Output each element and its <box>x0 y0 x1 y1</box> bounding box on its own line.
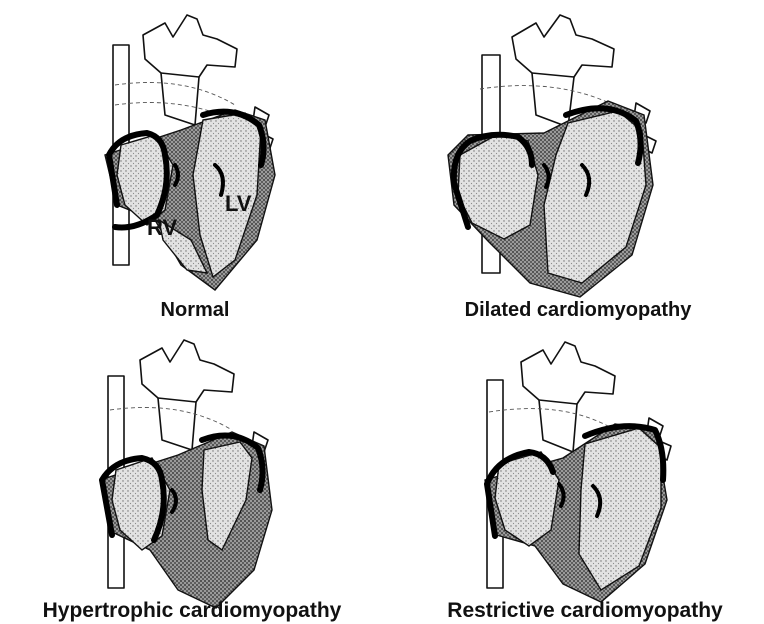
normal-heart-illustration: RV LV <box>95 15 295 285</box>
lv-label: LV <box>225 191 252 216</box>
dilated-heart-illustration <box>448 15 688 285</box>
panel-normal: RV LV Normal <box>95 15 295 285</box>
caption-dilated: Dilated cardiomyopathy <box>428 299 728 322</box>
caption-restrictive: Restrictive cardiomyopathy <box>415 599 755 623</box>
rv-label: RV <box>147 215 177 240</box>
caption-hypertrophic: Hypertrophic cardiomyopathy <box>22 599 362 623</box>
panel-hypertrophic: Hypertrophic cardiomyopathy <box>92 340 292 600</box>
panel-dilated: Dilated cardiomyopathy <box>448 15 688 285</box>
hypertrophic-heart-illustration <box>92 340 292 600</box>
caption-normal: Normal <box>95 299 295 322</box>
panel-restrictive: Restrictive cardiomyopathy <box>485 340 685 600</box>
restrictive-heart-illustration <box>485 340 685 600</box>
